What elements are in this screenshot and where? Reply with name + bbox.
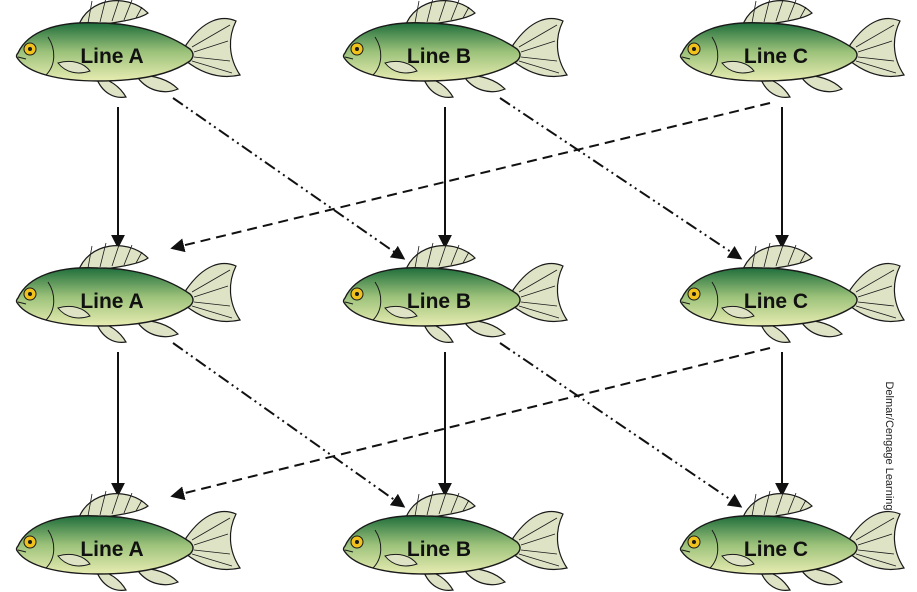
fish-gen3-line-c: Line C	[679, 489, 905, 591]
fish-gen2-line-c: Line C	[679, 241, 905, 343]
image-credit: Delmar/Cengage Learning	[883, 381, 895, 511]
fish-line-label: Line A	[80, 538, 143, 561]
fish-line-label: Line B	[407, 45, 471, 68]
fish-gen1-line-c: Line C	[679, 0, 905, 98]
fish-gen1-line-a: Line A	[15, 0, 241, 98]
fish-icon	[15, 0, 241, 98]
fish-line-label: Line C	[744, 45, 808, 68]
fish-icon	[15, 241, 241, 343]
arrow-gen1-line-b-to-line-c	[499, 97, 743, 260]
arrow-gen2-line-b-to-line-c	[499, 342, 743, 508]
fish-gen1-line-b: Line B	[342, 0, 568, 98]
arrow-gen1-line-c-to-line-a	[170, 102, 771, 253]
fish-line-label: Line C	[744, 538, 808, 561]
fish-line-label: Line B	[407, 290, 471, 313]
fish-icon	[679, 0, 905, 98]
fish-icon	[15, 489, 241, 591]
fish-line-label: Line B	[407, 538, 471, 561]
arrows-layer	[111, 97, 789, 508]
fish-icon	[679, 241, 905, 343]
fish-line-label: Line A	[80, 290, 143, 313]
arrow-gen1-line-a-to-line-b	[172, 97, 406, 260]
arrow-gen2-line-a-to-line-b	[172, 342, 406, 508]
arrow-gen2-line-c-to-line-a	[170, 347, 771, 501]
fish-icon	[679, 489, 905, 591]
fish-gen3-line-b: Line B	[342, 489, 568, 591]
fish-layer: Line A Line B	[15, 0, 905, 591]
fish-gen3-line-a: Line A	[15, 489, 241, 591]
fish-gen2-line-a: Line A	[15, 241, 241, 343]
fish-icon	[342, 241, 568, 343]
fish-line-label: Line C	[744, 290, 808, 313]
fish-icon	[342, 0, 568, 98]
fish-gen2-line-b: Line B	[342, 241, 568, 343]
fish-icon	[342, 489, 568, 591]
fish-line-label: Line A	[80, 45, 143, 68]
